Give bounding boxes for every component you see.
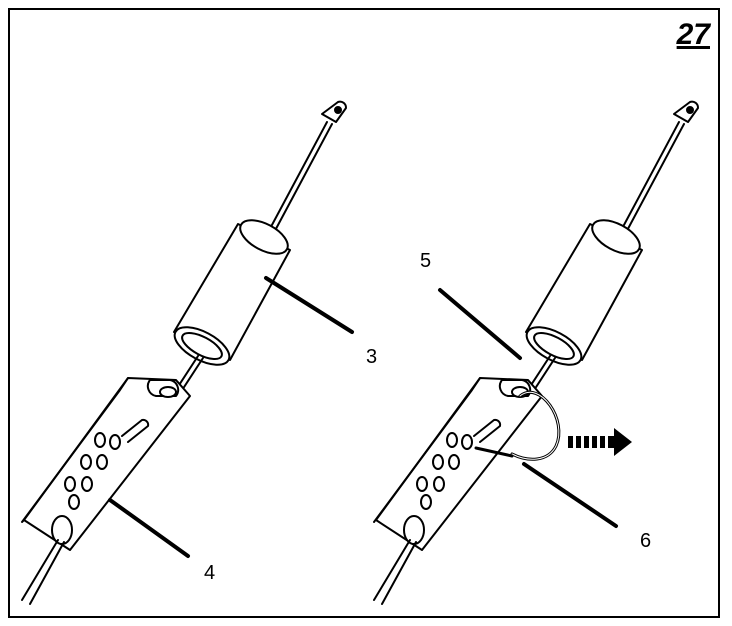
- callout-4: 4: [204, 562, 216, 584]
- figure-number: 27: [676, 18, 710, 51]
- callout-3: 3: [366, 346, 378, 368]
- bracket-icon: [21, 377, 191, 551]
- callout-5: 5: [420, 250, 432, 272]
- bracket-icon: [373, 377, 543, 551]
- cable-eye-icon: [321, 100, 347, 123]
- tube-icon: [173, 219, 291, 366]
- cable-eye-icon: [673, 100, 699, 123]
- tube-icon: [525, 219, 643, 366]
- spring-clip-icon: [474, 390, 561, 461]
- callout-6: 6: [640, 530, 652, 552]
- arrow-right-icon: [568, 428, 632, 456]
